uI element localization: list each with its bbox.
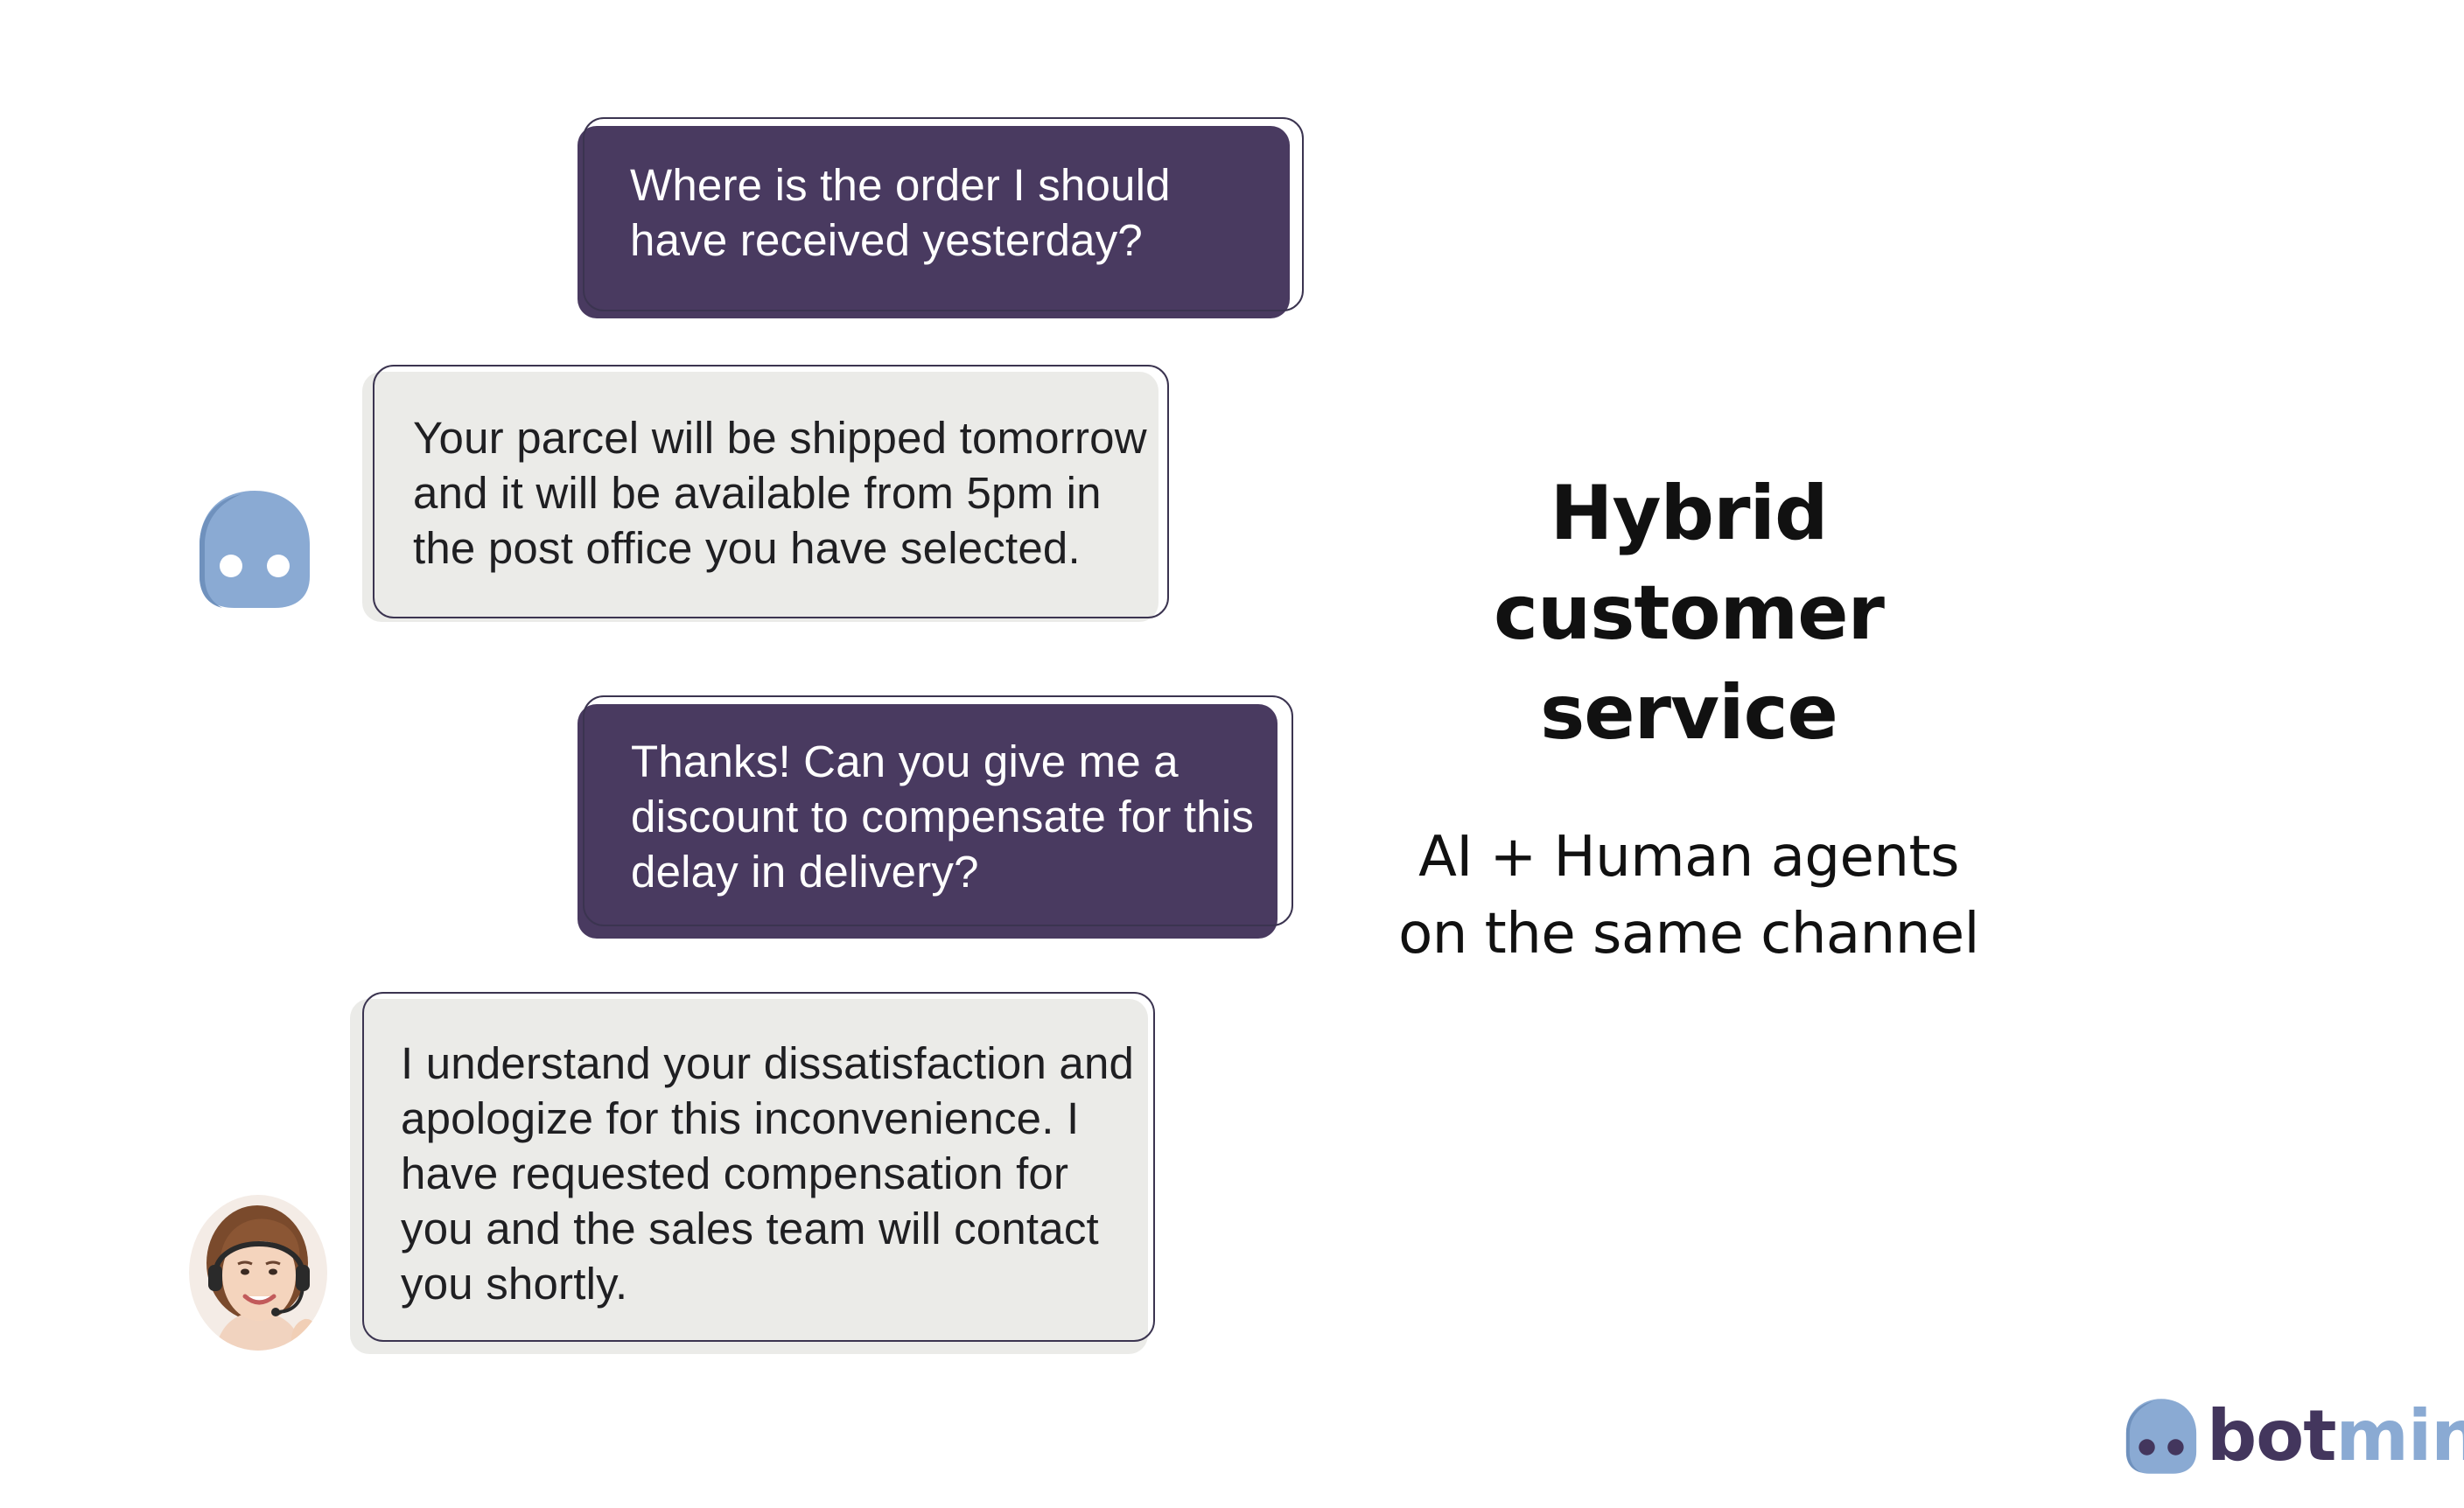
message-line: Your parcel will be shipped tomorrow [413, 413, 1147, 463]
message-line: you and the sales team will contact [401, 1204, 1099, 1253]
headline-title-line: customer service [1494, 569, 1885, 757]
message-line: Thanks! Can you give me a [631, 737, 1179, 786]
headline-title: Hybrid customer service [1365, 464, 2012, 763]
robot-icon [2125, 1399, 2197, 1474]
logo-wordmark-mind: mind [2335, 1395, 2464, 1477]
message-line: I understand your dissatisfaction and [401, 1038, 1135, 1088]
message-line: Where is the order I should [630, 160, 1171, 210]
headline-subtitle-line: on the same channel [1398, 902, 1979, 967]
message-line: delay in delivery? [631, 847, 979, 897]
chat-message-customer: Where is the order I should have receive… [578, 117, 1304, 318]
logo-wordmark-bot: bot [2207, 1395, 2336, 1477]
chat-message-human-agent: I understand your dissatisfaction and ap… [350, 992, 1155, 1354]
chat-message-bot: Your parcel will be shipped tomorrow and… [362, 365, 1169, 622]
botmind-logo: botmind [2119, 1393, 2464, 1480]
message-line: discount to compensate for this [631, 792, 1255, 841]
robot-icon [191, 485, 318, 613]
logo-wordmark: botmind [2207, 1397, 2464, 1476]
message-line: the post office you have selected. [413, 523, 1081, 573]
message-line: you shortly. [401, 1259, 628, 1309]
agent-headset-icon [189, 1195, 327, 1351]
headline-subtitle-line: AI + Human agents [1418, 825, 1959, 890]
human-agent-avatar [189, 1195, 327, 1351]
headline-title-line: Hybrid [1550, 470, 1828, 557]
chat-message-customer: Thanks! Can you give me a discount to co… [578, 695, 1293, 939]
message-line: have requested compensation for [401, 1148, 1069, 1198]
message-line: have received yesterday? [630, 215, 1143, 265]
message-line: and it will be available from 5pm in [413, 468, 1102, 518]
message-line: apologize for this inconvenience. I [401, 1093, 1080, 1143]
headline-subtitle: AI + Human agents on the same channel [1365, 819, 2012, 973]
headline: Hybrid customer service AI + Human agent… [1365, 464, 2012, 973]
